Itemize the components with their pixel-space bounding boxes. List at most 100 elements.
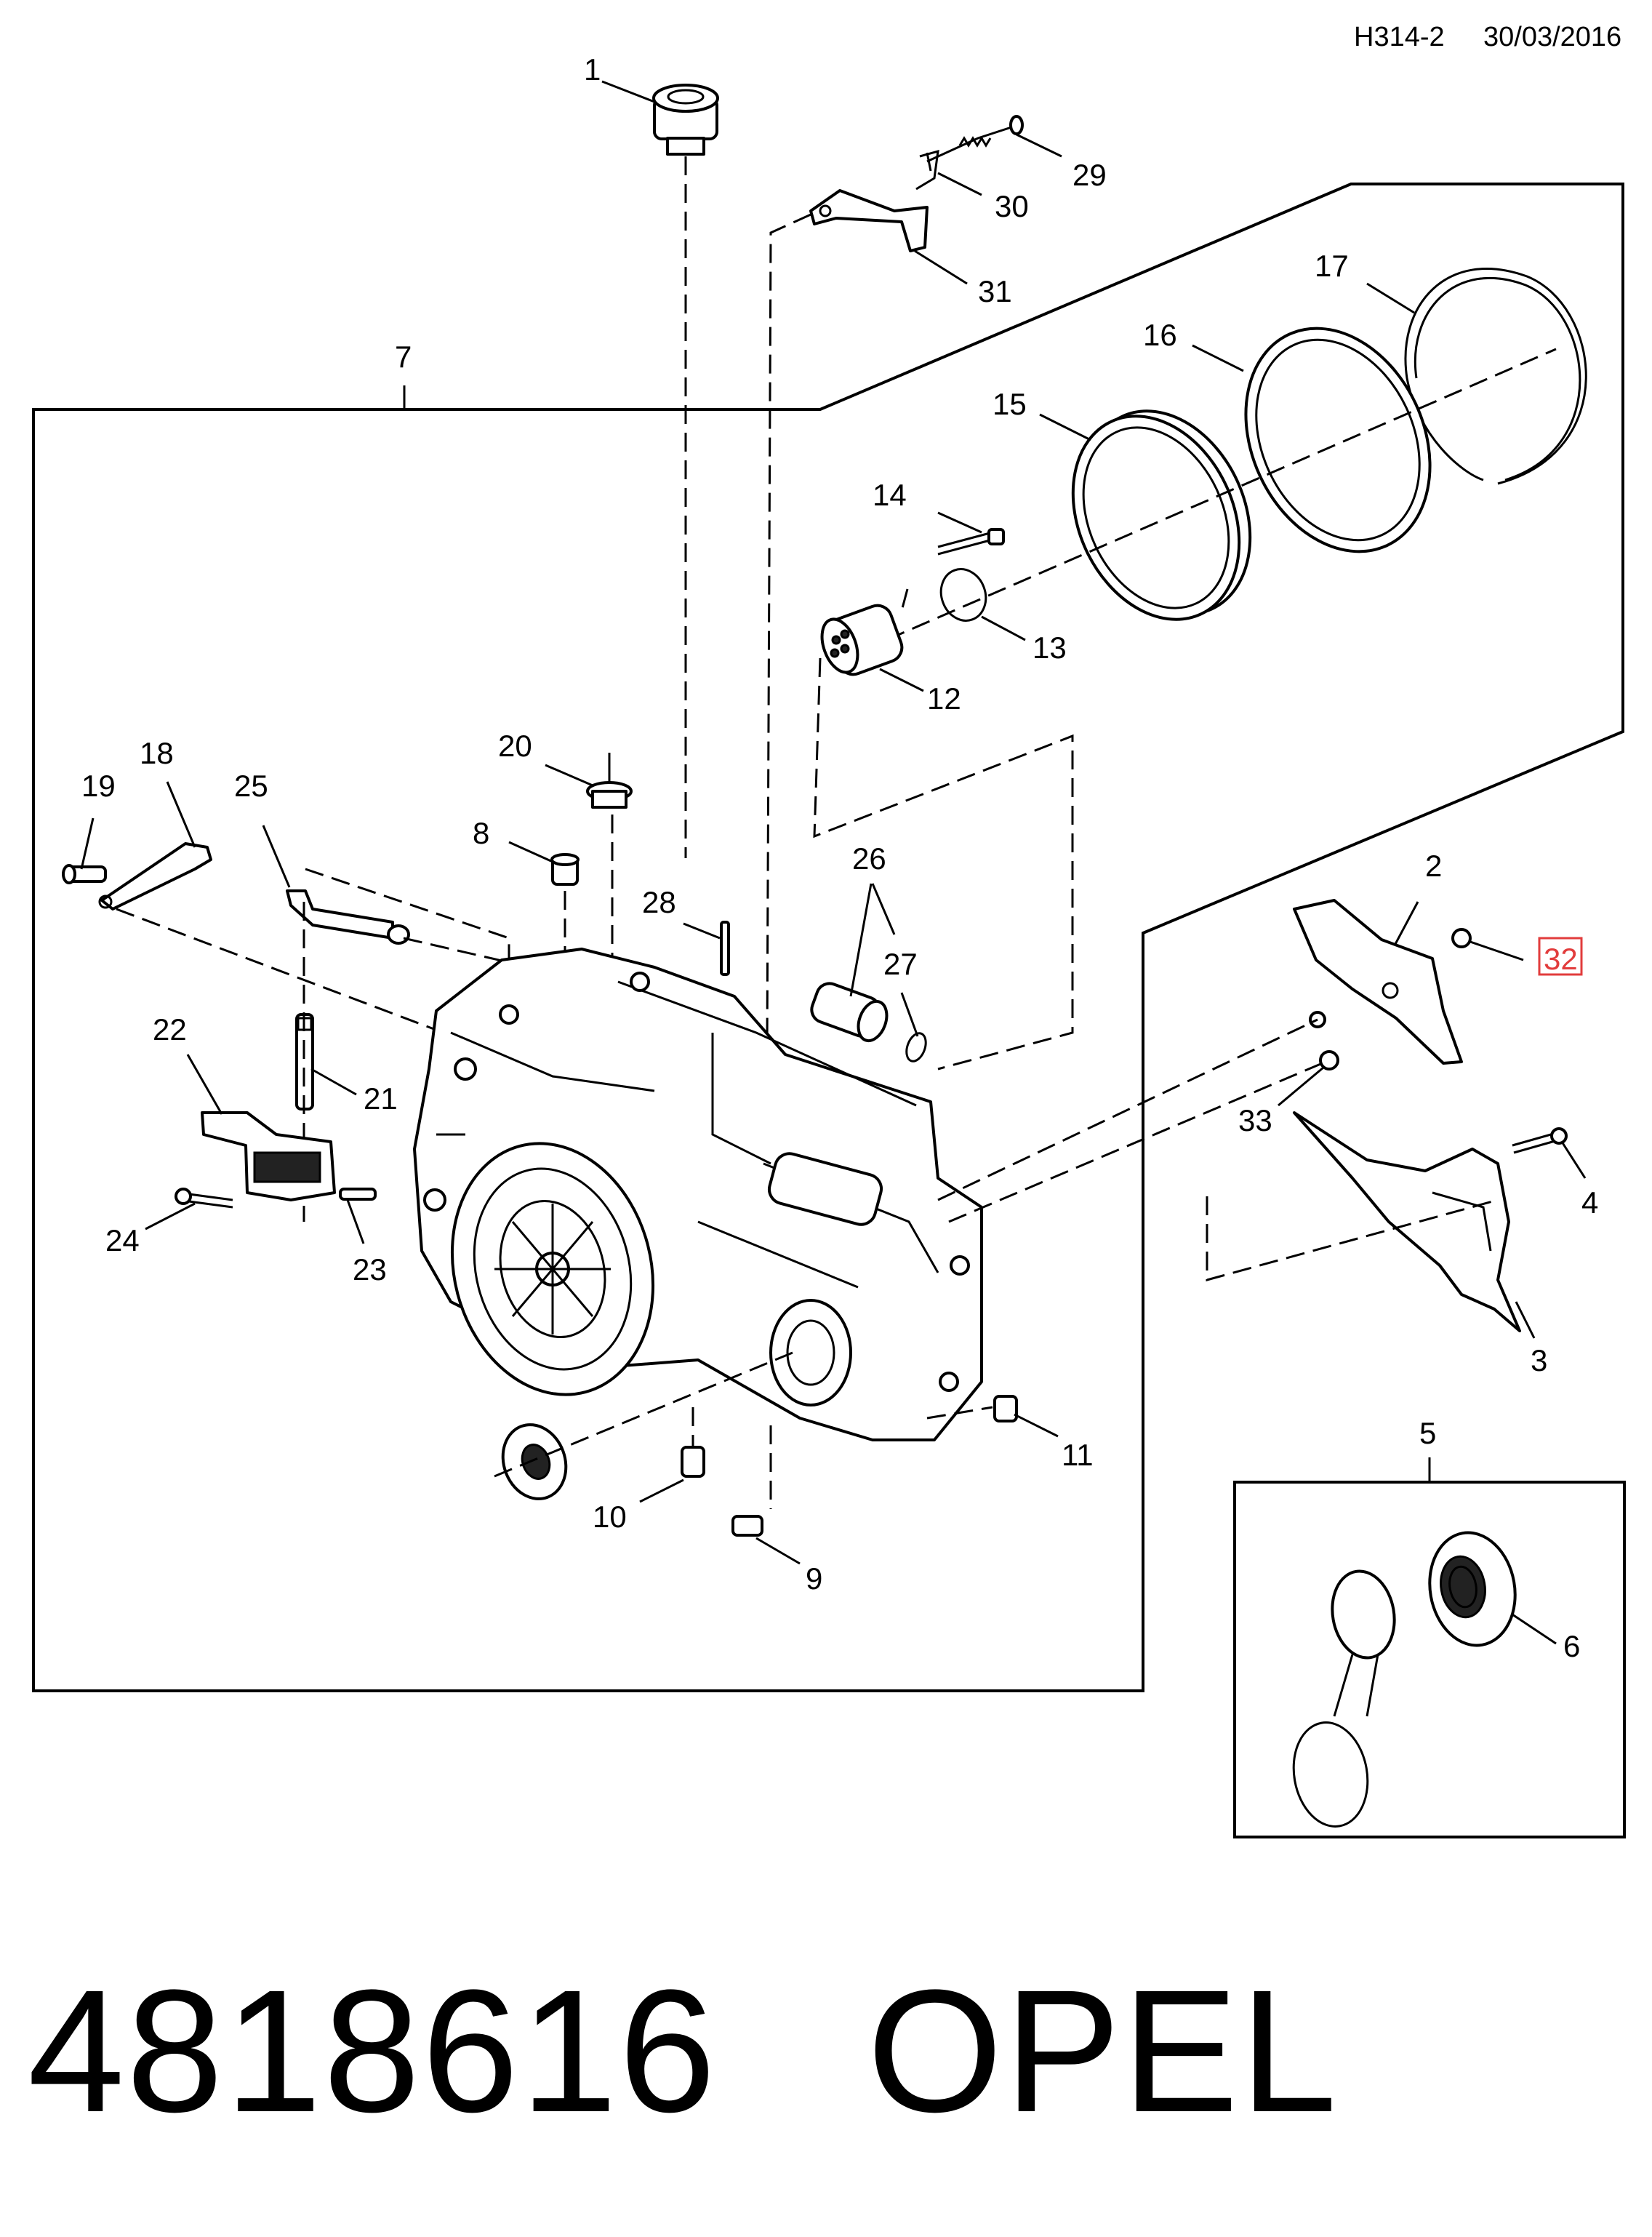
part-shift-lever (809, 189, 929, 252)
part-detent-lever (98, 842, 212, 911)
leader-29 (1016, 133, 1062, 158)
leader-23 (346, 1199, 365, 1244)
leader-21 (310, 1068, 357, 1096)
leader-27 (900, 992, 919, 1037)
leader-18 (166, 781, 196, 848)
leader-32 (1469, 940, 1524, 961)
part-plug-8 (550, 853, 580, 886)
leader-28 (683, 922, 721, 940)
part-seal-left (501, 1423, 568, 1500)
part-pin-28 (720, 921, 730, 976)
part-accumulator (820, 604, 904, 676)
callout-21: 21 (364, 1081, 398, 1116)
dash-31 (766, 213, 811, 1048)
part-plug-9 (731, 1515, 763, 1537)
dash-ring-axis (835, 348, 1557, 663)
callout-32: 32 (1544, 942, 1578, 976)
dash-12b (813, 657, 1074, 1071)
part-bolt-24 (175, 1188, 233, 1209)
callout-15: 15 (993, 387, 1027, 421)
callout-23: 23 (353, 1252, 387, 1286)
part-transmission-case (413, 948, 983, 1441)
callout-1: 1 (584, 52, 601, 87)
callout-33: 33 (1238, 1103, 1272, 1137)
callout-17: 17 (1315, 249, 1349, 283)
callout-25: 25 (234, 769, 268, 803)
leader-11 (1014, 1413, 1059, 1438)
part-bolt-14 (937, 528, 1005, 556)
dash-18 (116, 908, 444, 1034)
leader-13 (981, 615, 1026, 641)
leader-16 (1192, 344, 1244, 372)
callout-14: 14 (873, 478, 907, 512)
part-bolt-19 (62, 864, 107, 884)
leader-15 (1039, 413, 1091, 441)
leader-9 (755, 1537, 801, 1565)
leader-24 (145, 1202, 196, 1230)
leader-31 (914, 249, 968, 285)
leader-30 (937, 172, 982, 196)
callout-19: 19 (81, 769, 116, 803)
part-pin-23 (339, 1188, 377, 1201)
dash-3 (1206, 1196, 1499, 1281)
part-nut-32 (1451, 928, 1472, 948)
dash-33 (937, 1018, 1330, 1223)
callout-13: 13 (1032, 631, 1067, 665)
callout-8: 8 (473, 816, 489, 850)
callout-26: 26 (852, 841, 886, 876)
leader-25 (262, 825, 291, 888)
callout-30: 30 (995, 189, 1029, 223)
part-plug-10 (681, 1446, 705, 1478)
callout-layer: 1234567891011121314151617181920212223242… (81, 52, 1598, 1663)
leader-20 (545, 764, 593, 787)
footer-brand: OPEL (867, 1953, 1339, 2148)
callout-27: 27 (883, 947, 918, 981)
callout-16: 16 (1143, 318, 1177, 352)
callout-12: 12 (927, 681, 961, 716)
callout-32-highlight (1538, 937, 1583, 976)
part-bolt-4 (1512, 1127, 1568, 1154)
leader-19 (80, 817, 95, 870)
dash-12 (900, 588, 909, 612)
callout-6: 6 (1563, 1629, 1580, 1663)
callout-10: 10 (593, 1500, 627, 1534)
part-spring-rod (926, 115, 1024, 163)
diagram-date: 30/03/2016 (1483, 22, 1622, 52)
part-sensor-11 (993, 1395, 1018, 1422)
leader-22 (186, 1054, 223, 1115)
leader-17 (1366, 282, 1415, 314)
part-seal-6 (1428, 1531, 1517, 1647)
group-frame-7 (32, 183, 1624, 1692)
leader-14 (937, 511, 982, 534)
part-o-ring (939, 568, 987, 622)
footer-part-number: 4818616 (28, 1953, 718, 2148)
part-clutch-plate (1244, 327, 1432, 553)
callout-29: 29 (1072, 158, 1107, 192)
part-retaining-ring (1404, 268, 1587, 485)
leader-8 (508, 841, 553, 863)
part-sleeve (810, 982, 889, 1043)
leader-1 (601, 80, 655, 103)
callout-24: 24 (105, 1223, 140, 1257)
leader-3 (1515, 1301, 1536, 1339)
diagram-code: H314-2 (1354, 22, 1445, 52)
leader-26 (849, 883, 896, 997)
callout-22: 22 (153, 1012, 187, 1047)
leader-2 (1393, 901, 1419, 946)
callout-7: 7 (395, 340, 412, 374)
part-spring-clip (915, 149, 939, 191)
part-clutch-drum (1071, 409, 1252, 621)
callout-31: 31 (978, 274, 1012, 308)
footer-title: 4818616 OPEL (28, 1964, 1339, 2138)
callout-5: 5 (1419, 1416, 1436, 1450)
part-snap-ring (905, 1032, 927, 1063)
part-seal-tool (1292, 1569, 1396, 1828)
leader-12 (879, 668, 924, 692)
part-cover-3 (1293, 1111, 1521, 1332)
leader-10 (639, 1478, 684, 1503)
leader-6 (1512, 1613, 1557, 1645)
callout-9: 9 (806, 1561, 822, 1596)
callout-20: 20 (498, 729, 532, 763)
leader-33 (1278, 1066, 1324, 1107)
